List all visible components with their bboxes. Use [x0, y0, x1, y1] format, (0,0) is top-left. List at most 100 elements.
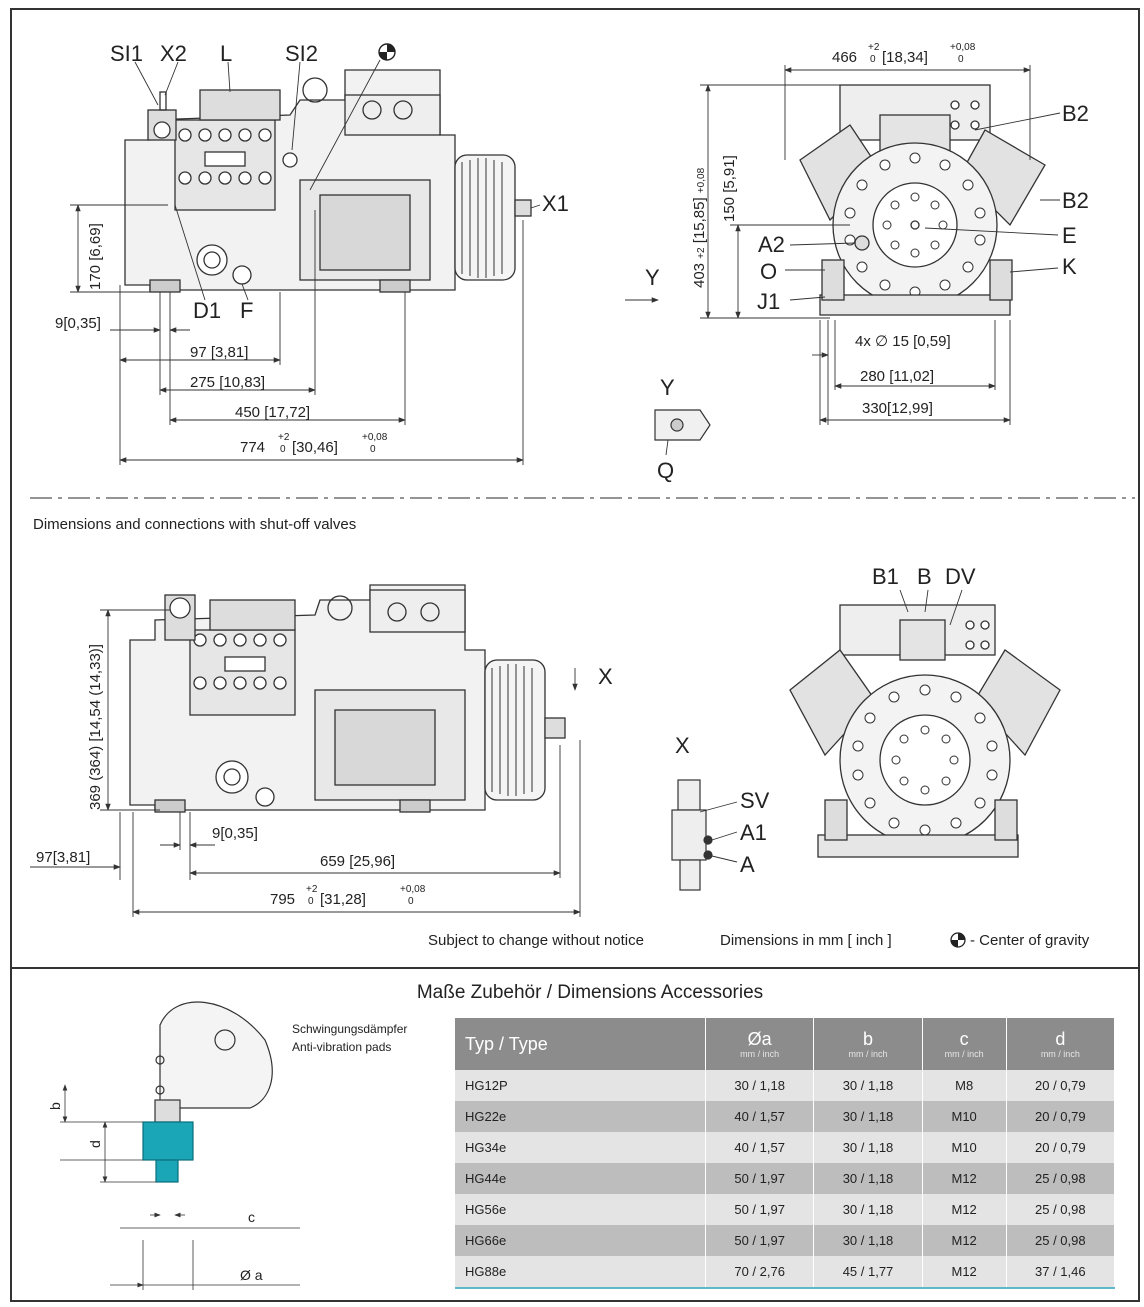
label-b2-mid: B2	[1062, 188, 1089, 213]
label-q: Q	[657, 458, 674, 483]
column-header-symbol: c	[959, 1029, 969, 1049]
svg-text:+2: +2	[868, 42, 880, 53]
column-header: Typ / Type	[455, 1018, 706, 1070]
table-cell: 40 / 1,57	[705, 1101, 815, 1132]
table-cell: HG22e	[455, 1101, 706, 1132]
svg-text:+0,08: +0,08	[950, 42, 976, 53]
column-header-unit: mm / inch	[1040, 1049, 1080, 1059]
label-a: A	[740, 852, 755, 877]
table-cell: HG88e	[455, 1256, 706, 1288]
label-x1: X1	[542, 191, 569, 216]
column-header-symbol: Øa	[747, 1029, 772, 1049]
label-b: B	[917, 564, 932, 589]
svg-text:[30,46]: [30,46]	[292, 439, 338, 456]
table-cell: 37 / 1,46	[1006, 1256, 1116, 1288]
section-divider	[10, 967, 1140, 969]
dim-450: 450 [17,72]	[235, 404, 310, 421]
svg-text:0: 0	[280, 444, 286, 455]
dim-330: 330[12,99]	[862, 400, 933, 417]
anti-vibration-pad-drawing	[142, 1001, 273, 1183]
table-cell: HG66e	[455, 1225, 706, 1256]
center-of-gravity-icon	[378, 43, 396, 61]
column-header-symbol: b	[862, 1029, 873, 1049]
dim-97-top: 97 [3,81]	[190, 344, 248, 361]
table-cell: M8	[922, 1070, 1007, 1101]
table-cell: 30 / 1,18	[705, 1070, 815, 1101]
table-cell: M12	[922, 1163, 1007, 1194]
svg-text:0: 0	[308, 896, 314, 907]
table-cell: 45 / 1,77	[813, 1256, 923, 1288]
table-cell: 20 / 0,79	[1006, 1070, 1116, 1101]
label-x-arrow: X	[598, 664, 613, 689]
column-header-symbol: d	[1055, 1029, 1066, 1049]
svg-text:b: b	[47, 1102, 63, 1110]
label-a2: A2	[758, 232, 785, 257]
table-cell: M12	[922, 1194, 1007, 1225]
label-sv: SV	[740, 788, 770, 813]
label-f: F	[240, 298, 253, 323]
svg-text:0: 0	[370, 444, 376, 455]
dim-466: 466 +2 0 [18,34] +0,08 0	[832, 42, 976, 66]
dimension-values: 170 [6,69] 9[0,35] 97 [3,81] 275 [10,83]…	[36, 42, 976, 908]
svg-text:774: 774	[240, 439, 265, 456]
dim-150: 150 [5,91]	[721, 155, 738, 222]
table-cell: 30 / 1,18	[813, 1070, 923, 1101]
table-cell: 50 / 1,97	[705, 1225, 815, 1256]
table-cell: 25 / 0,98	[1006, 1225, 1116, 1256]
dim-774: 774 +2 0 [30,46] +0,08 0	[240, 432, 388, 456]
label-o: O	[760, 259, 777, 284]
dim-280: 280 [11,02]	[860, 368, 934, 385]
table-cell: 30 / 1,18	[813, 1132, 923, 1163]
svg-text:466: 466	[832, 49, 857, 66]
column-header-unit: mm / inch	[740, 1049, 780, 1059]
table-cell: M12	[922, 1225, 1007, 1256]
svg-text:Ø a: Ø a	[240, 1267, 263, 1283]
pad-label-german: Schwingungsdämpfer	[292, 1022, 408, 1036]
svg-text:+0,08: +0,08	[400, 884, 426, 895]
label-b1: B1	[872, 564, 899, 589]
table-cell: HG56e	[455, 1194, 706, 1225]
table-cell: HG34e	[455, 1132, 706, 1163]
dim-holes: 4x ∅ 15 [0,59]	[855, 333, 951, 350]
table-cell: HG12P	[455, 1070, 706, 1101]
label-e: E	[1062, 223, 1077, 248]
table-cell: M10	[922, 1101, 1007, 1132]
svg-text:[18,34]: [18,34]	[882, 49, 928, 66]
connection-labels: SI1 X2 L SI2 X1 D1 F B2 B2 A2 E O K J1 Y…	[110, 41, 1089, 877]
dim-795: 795 +2 0 [31,28] +0,08 0	[270, 884, 426, 908]
dim-369: 369 (364) [14,54 (14,33)]	[87, 644, 104, 810]
detail-y-view	[654, 409, 711, 456]
label-j1: J1	[757, 289, 780, 314]
dim-9-top: 9[0,35]	[55, 315, 101, 332]
compressor-side-view-top	[124, 69, 532, 293]
dim-170: 170 [6,69]	[87, 223, 104, 290]
center-of-gravity-legend-icon	[950, 932, 966, 948]
svg-text:d: d	[87, 1140, 103, 1148]
compressor-front-view-bottom	[789, 604, 1061, 858]
table-cell: 50 / 1,97	[705, 1194, 815, 1225]
column-header-unit: mm / inch	[848, 1049, 888, 1059]
svg-text:0: 0	[958, 54, 964, 65]
table-cell: M12	[922, 1256, 1007, 1288]
dim-97-bottom: 97[3,81]	[36, 849, 90, 866]
table-cell: HG44e	[455, 1163, 706, 1194]
accessories-title: Maße Zubehör / Dimensions Accessories	[416, 982, 764, 1003]
pad-dimension-letters: b d c Ø a	[47, 1102, 263, 1283]
dim-659: 659 [25,96]	[320, 853, 395, 870]
table-cell: 50 / 1,97	[705, 1163, 815, 1194]
svg-text:0: 0	[870, 54, 876, 65]
column-header-unit: mm / inch	[944, 1049, 984, 1059]
table-cell: 30 / 1,18	[813, 1194, 923, 1225]
